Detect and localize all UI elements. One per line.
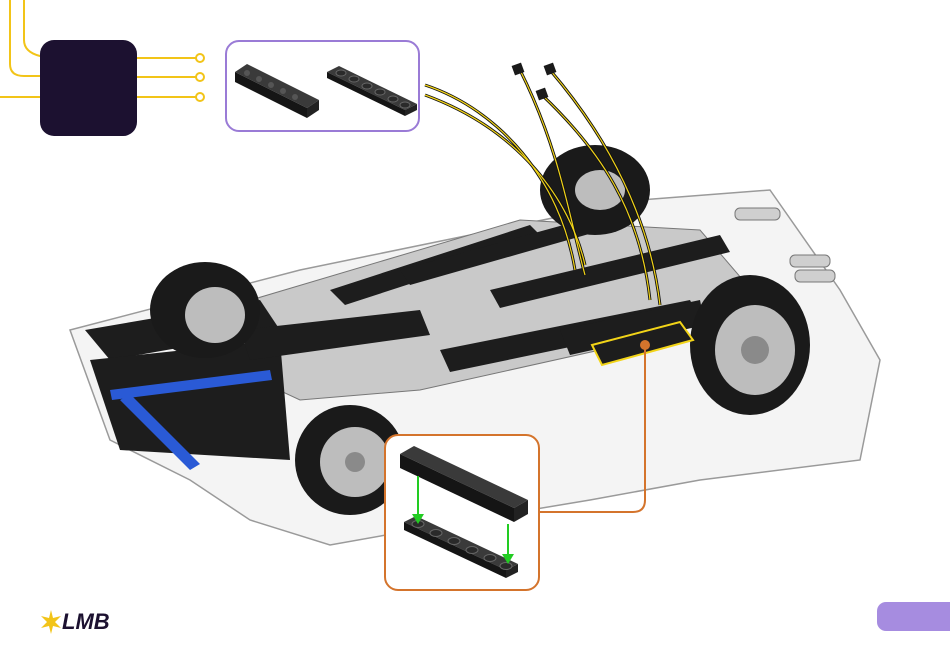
brand-name: LMB (62, 608, 110, 636)
wheel-icon (690, 275, 810, 415)
callout-detail-panel (384, 434, 540, 591)
down-arrow-icon (412, 476, 424, 524)
callout-illustration (386, 436, 542, 593)
star-icon (40, 608, 62, 636)
wheel-icon (150, 262, 260, 358)
brand-logo: LMB (40, 608, 136, 636)
page-number-tab (877, 602, 950, 631)
